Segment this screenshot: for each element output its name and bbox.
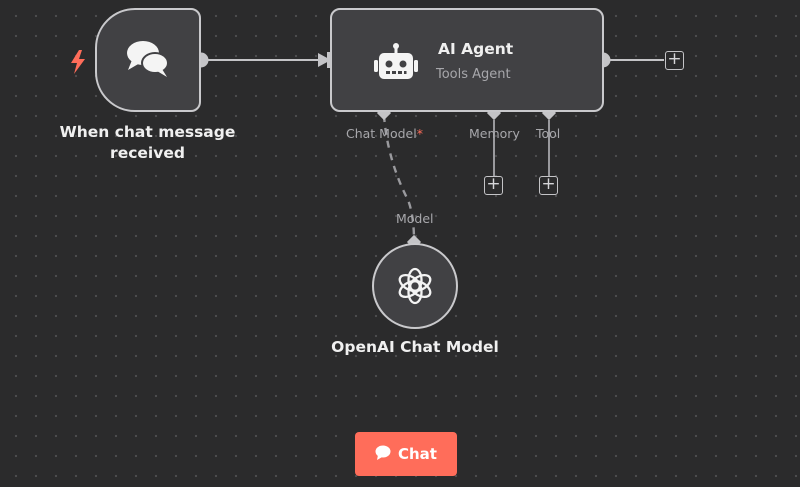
ai-agent-subtitle: Tools Agent <box>436 67 511 82</box>
chat-bubbles-icon <box>124 38 172 86</box>
add-next-node-button[interactable]: + <box>665 51 684 70</box>
openai-logo-icon <box>395 266 435 310</box>
openai-chat-model-label: OpenAI Chat Model <box>331 338 499 356</box>
robot-icon <box>374 43 418 85</box>
model-port-label: Model <box>396 211 434 226</box>
add-tool-button[interactable]: + <box>539 176 558 195</box>
required-asterisk: * <box>416 126 423 141</box>
agent-input-port[interactable] <box>327 52 332 68</box>
open-chat-button[interactable]: Chat <box>355 432 457 476</box>
agent-input-arrow <box>318 53 331 67</box>
chat-trigger-node[interactable] <box>95 8 201 112</box>
tool-port-label: Tool <box>536 126 561 141</box>
openai-chat-model-node[interactable] <box>372 243 458 329</box>
add-memory-button[interactable]: + <box>484 176 503 195</box>
plus-icon: + <box>541 174 556 194</box>
ai-agent-title: AI Agent <box>438 40 514 58</box>
ai-agent-node[interactable]: AI Agent Tools Agent <box>330 8 604 112</box>
chat-bubble-icon <box>375 445 391 464</box>
trigger-bolt-icon <box>70 50 86 78</box>
chat-button-label: Chat <box>398 445 437 463</box>
memory-port-label: Memory <box>469 126 520 141</box>
chat-model-port-label: Chat Model* <box>346 126 423 141</box>
chat-trigger-label: When chat message received <box>59 123 236 162</box>
plus-icon: + <box>667 49 682 69</box>
plus-icon: + <box>486 174 501 194</box>
